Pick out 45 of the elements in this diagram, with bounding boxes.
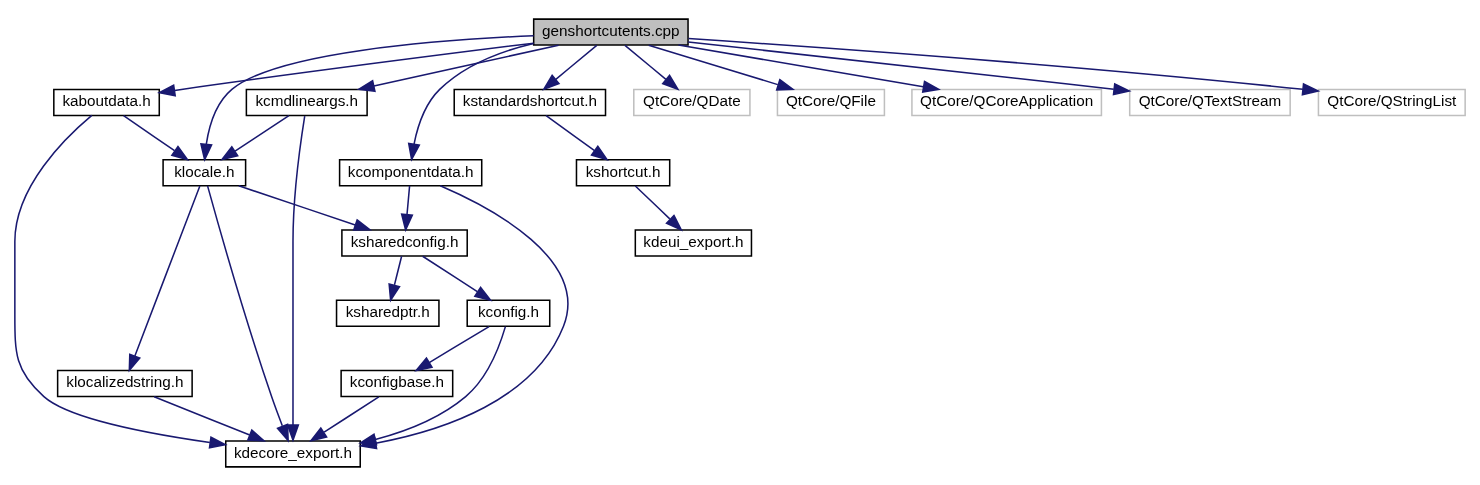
arrow xyxy=(220,114,290,161)
arrow xyxy=(687,37,1321,96)
node-box: kdeui_export.h xyxy=(634,228,753,257)
arrow xyxy=(542,44,598,91)
arrow xyxy=(634,184,683,231)
node-box: QtCore/QCoreApplication xyxy=(911,88,1103,116)
arrow xyxy=(400,184,414,232)
arrow xyxy=(358,325,507,446)
arrow xyxy=(356,43,560,92)
node-box: kdecore_export.h xyxy=(225,439,361,468)
node-box: ksharedptr.h xyxy=(335,299,440,327)
arrow xyxy=(545,114,609,161)
node-box: kshortcut.h xyxy=(575,158,671,186)
arrow xyxy=(14,114,228,449)
arrow xyxy=(286,114,306,443)
node-box: kcomponentdata.h xyxy=(338,158,483,186)
arrow xyxy=(206,184,289,443)
node-box: kconfig.h xyxy=(466,299,551,327)
arrow xyxy=(624,44,680,91)
node-box: QtCore/QFile xyxy=(776,88,886,116)
node-box: kstandardshortcut.h xyxy=(453,88,607,116)
node-box: klocalizedstring.h xyxy=(56,369,193,397)
arrow xyxy=(122,114,190,161)
arrow xyxy=(414,325,490,372)
node-box: QtCore/QStringList xyxy=(1317,88,1466,116)
arrow xyxy=(153,395,267,442)
node-box: ksharedconfig.h xyxy=(341,228,468,257)
arrow xyxy=(388,254,403,302)
arrow xyxy=(677,43,941,93)
arrow xyxy=(407,42,535,162)
node-box: klocale.h xyxy=(162,158,247,186)
arrow xyxy=(308,395,380,442)
arrow xyxy=(199,34,535,162)
node-box: QtCore/QDate xyxy=(633,88,751,116)
arrow xyxy=(687,40,1132,96)
node-box: kcmdlineargs.h xyxy=(245,88,368,116)
node-box: kaboutdata.h xyxy=(53,88,161,116)
arrow xyxy=(157,41,535,97)
arrow xyxy=(647,43,796,91)
arrow xyxy=(128,184,201,373)
node-box: genshortcutents.cpp xyxy=(532,17,689,46)
arrow xyxy=(421,254,493,301)
node-box: QtCore/QTextStream xyxy=(1128,88,1291,116)
arrow xyxy=(238,184,373,231)
node-box: kconfigbase.h xyxy=(340,369,454,397)
